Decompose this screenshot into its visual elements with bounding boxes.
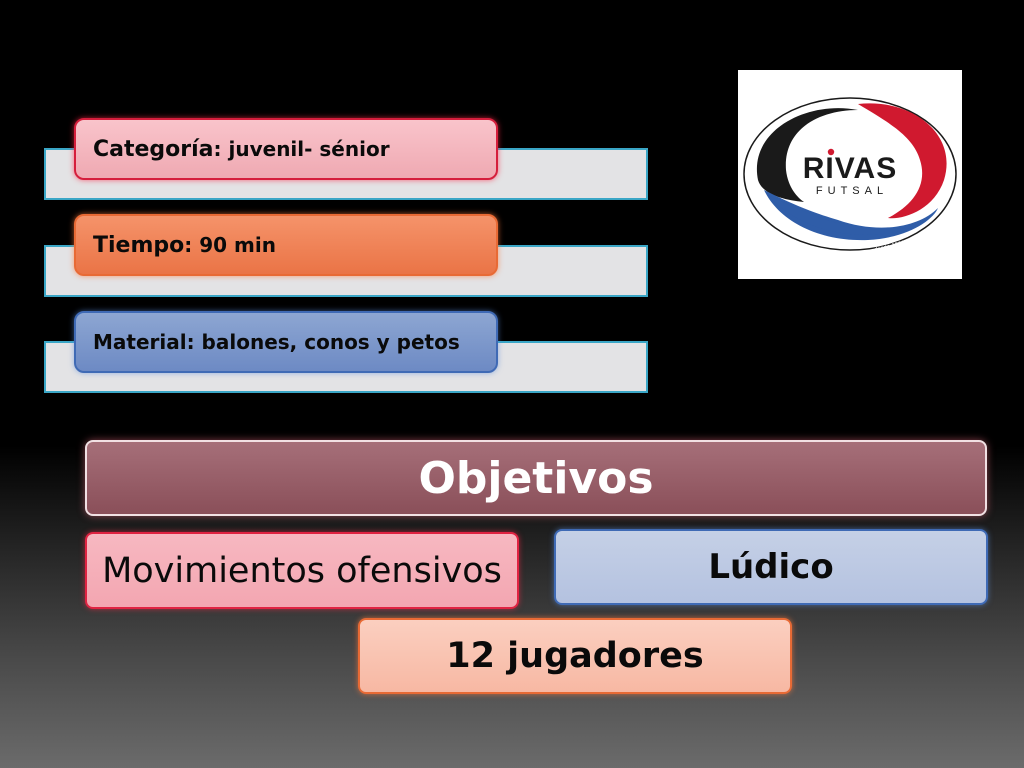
objetivo-ludico: Lúdico bbox=[554, 529, 988, 605]
rivas-futsal-logo: RIVAS FUTSAL desde 1998 bbox=[738, 70, 962, 279]
material-key: Material bbox=[93, 330, 187, 354]
objetivo-jugadores: 12 jugadores bbox=[358, 618, 792, 694]
tiempo-value: : 90 min bbox=[184, 233, 276, 257]
logo-name-text: RIVAS bbox=[803, 152, 897, 185]
tiempo-key: Tiempo bbox=[93, 232, 185, 258]
categoria-value: : juvenil- sénior bbox=[213, 137, 390, 161]
material-label: Material: balones, conos y petos bbox=[74, 311, 498, 373]
material-value: : balones, conos y petos bbox=[186, 330, 460, 354]
tiempo-label: Tiempo: 90 min bbox=[74, 214, 498, 276]
categoria-label: Categoría: juvenil- sénior bbox=[74, 118, 498, 180]
objetivos-title: Objetivos bbox=[85, 440, 987, 516]
logo-emblem: RIVAS FUTSAL desde 1998 bbox=[743, 97, 957, 254]
categoria-key: Categoría bbox=[93, 136, 214, 162]
logo-sub-text: FUTSAL bbox=[816, 185, 888, 197]
logo-since-text: desde 1998 bbox=[874, 240, 907, 254]
objetivo-movimientos: Movimientos ofensivos bbox=[85, 532, 519, 609]
